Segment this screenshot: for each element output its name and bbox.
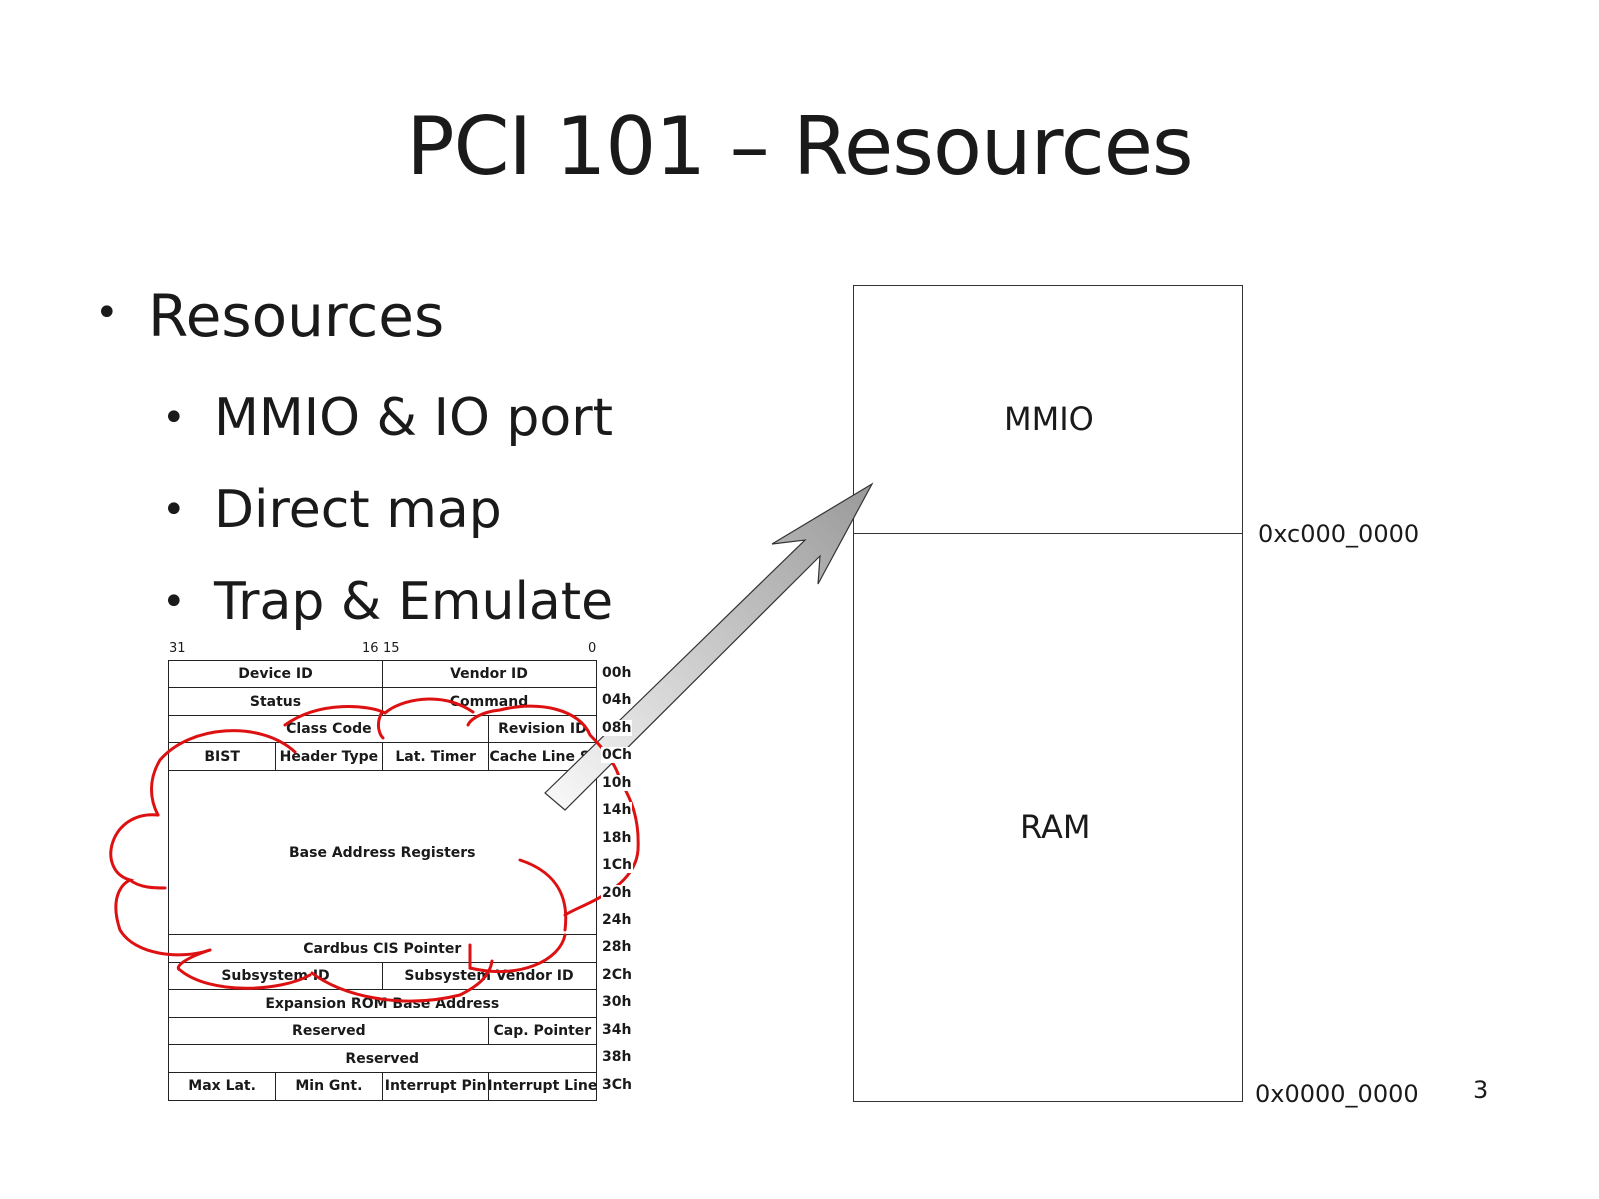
register-field: Cardbus CIS Pointer <box>168 934 597 964</box>
bullet-mmio-io: MMIO & IO port <box>214 388 613 448</box>
address-mmio-base: 0xc000_0000 <box>1258 520 1420 548</box>
register-field: BIST <box>168 742 277 772</box>
register-offset: 1Ch <box>601 857 633 874</box>
bit-label-15: 15 <box>383 641 400 656</box>
register-offset: 28h <box>601 939 633 956</box>
register-offset: 24h <box>601 911 633 928</box>
bullet-trap-emulate: Trap & Emulate <box>214 572 614 632</box>
bullet-dot: • <box>95 290 119 336</box>
register-offset: 30h <box>601 994 633 1011</box>
page-number: 3 <box>1473 1076 1489 1104</box>
bullet-dot: • <box>162 579 186 625</box>
register-offset: 18h <box>601 829 633 846</box>
bullet-dot: • <box>162 395 186 441</box>
bit-label-0: 0 <box>588 641 597 656</box>
red-cloud-annotation <box>109 697 640 1003</box>
register-offset: 08h <box>601 719 633 736</box>
register-field: Min Gnt. <box>274 1071 383 1101</box>
memory-map <box>853 285 1243 1102</box>
register-offset: 00h <box>601 665 633 681</box>
bullet-resources: Resources <box>148 282 445 350</box>
register-offset: 3Ch <box>601 1076 633 1093</box>
register-field: Vendor ID <box>381 660 597 689</box>
memory-map-divider <box>853 533 1243 534</box>
register-field: Interrupt Pin <box>381 1071 490 1101</box>
region-mmio: MMIO <box>1004 400 1094 438</box>
register-field: Status <box>168 687 383 717</box>
register-field: Base Address Registers <box>168 769 597 936</box>
register-offset: 0Ch <box>601 747 633 764</box>
register-offset: 20h <box>601 884 633 901</box>
register-offset: 34h <box>601 1021 633 1038</box>
bit-label-31: 31 <box>169 641 186 656</box>
register-offset: 38h <box>601 1049 633 1066</box>
arrow-icon <box>544 482 874 811</box>
register-field: Class Code <box>168 714 490 744</box>
bullet-direct-map: Direct map <box>214 480 502 540</box>
register-offset: 2Ch <box>601 966 633 983</box>
region-ram: RAM <box>1020 808 1091 846</box>
bullet-dot: • <box>162 487 186 533</box>
slide-title: PCI 101 – Resources <box>406 100 1193 193</box>
register-field: Reserved <box>168 1016 490 1046</box>
register-offset: 04h <box>601 692 633 709</box>
address-zero: 0x0000_0000 <box>1255 1080 1419 1108</box>
register-field: Lat. Timer <box>381 742 490 772</box>
bit-label-16: 16 <box>362 641 379 656</box>
register-offset: 14h <box>601 802 633 819</box>
register-field: Interrupt Line <box>488 1071 597 1101</box>
register-field: Header Type <box>274 742 383 772</box>
register-field: Device ID <box>168 660 383 689</box>
register-offset: 10h <box>601 774 633 791</box>
